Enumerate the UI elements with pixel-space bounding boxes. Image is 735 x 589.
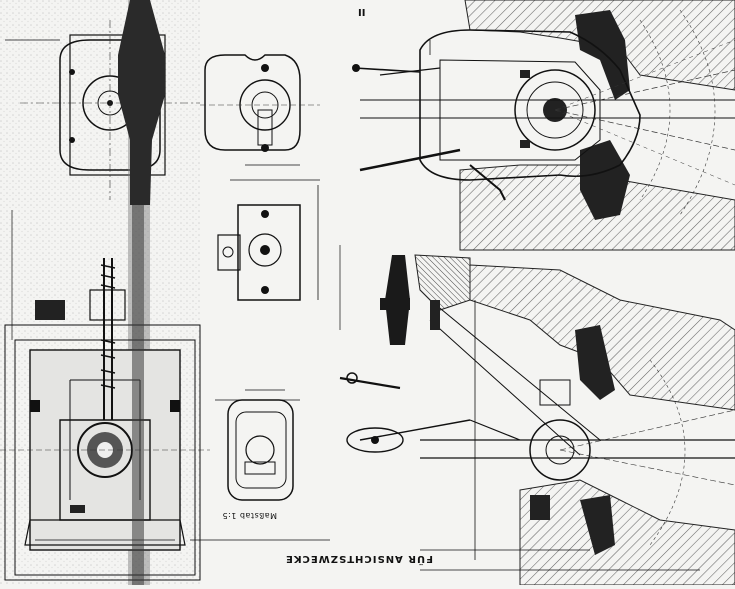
top-center-side-view	[200, 54, 320, 152]
bottom-right-section-view	[339, 254, 735, 586]
plate-edge-shadow	[132, 205, 144, 585]
sheet-number: II	[358, 8, 366, 19]
bottom-center-plan-view	[215, 389, 300, 501]
armour-plate-section	[118, 0, 165, 205]
dimension-lines	[5, 39, 700, 571]
stamp-label: FÜR ANSICHTSZWECKE	[285, 553, 433, 564]
threaded-spindle	[100, 258, 116, 420]
center-bracket-view	[217, 164, 320, 301]
top-right-section-view	[352, 0, 735, 251]
scale-label: Maßstab 1:5	[222, 511, 278, 520]
